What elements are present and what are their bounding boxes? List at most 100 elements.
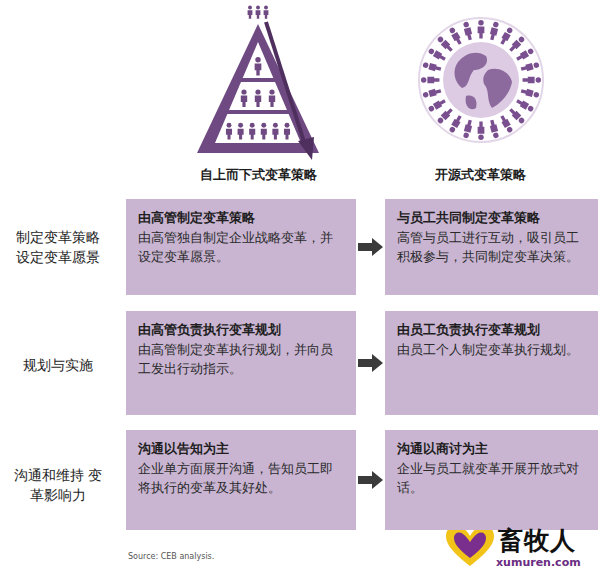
box-body: 由员工个人制定变革执行规划。 <box>397 340 586 359</box>
person-icon <box>462 21 473 41</box>
person-head <box>238 123 243 128</box>
box-body: 企业单方面展开沟通，告知员工即将执行的变革及其好处。 <box>138 459 344 498</box>
person-icon <box>515 47 534 62</box>
connector-arrow <box>358 238 383 256</box>
box-heading: 沟通以商讨为主 <box>397 439 586 459</box>
person-icon <box>261 123 267 140</box>
person-head <box>261 123 266 128</box>
person-icon <box>436 107 454 125</box>
person-body <box>264 10 269 19</box>
person-icon <box>489 119 500 139</box>
strategy-box: 由高管制定变革策略由高管独自制定企业战略变革，并设定变革愿景。 <box>126 199 356 295</box>
strategy-box: 沟通以商讨为主企业与员工就变革开展开放式对话。 <box>385 430 598 530</box>
source-note: Source: CEB analysis. <box>128 552 328 561</box>
person-head <box>428 105 435 112</box>
continent <box>466 96 477 110</box>
person-icon <box>478 122 485 140</box>
person-body <box>464 119 474 132</box>
person-icon <box>478 20 485 38</box>
person-head <box>264 6 268 10</box>
strategy-box: 由高管负责执行变革规划由高管制定变革执行规划，并向员工发出行动指示。 <box>126 311 356 415</box>
person-body <box>427 77 439 84</box>
person-icon <box>264 6 269 19</box>
arrow-shaft <box>358 243 372 251</box>
arrow-head <box>372 238 383 256</box>
person-icon <box>256 6 261 19</box>
person-icon <box>520 88 540 99</box>
person-body <box>238 129 244 140</box>
person-body <box>226 129 232 140</box>
person-body <box>269 96 275 108</box>
person-icon <box>226 123 232 140</box>
person-body <box>284 129 290 140</box>
globe-halo <box>419 18 543 142</box>
person-icon <box>462 119 473 139</box>
person-body <box>241 96 247 108</box>
person-icon <box>249 123 255 140</box>
person-head <box>533 91 540 98</box>
row-label: 制定变革策略 设定变革愿景 <box>10 227 106 268</box>
arrow-shaft <box>358 476 372 484</box>
person-icon <box>284 123 290 140</box>
person-body <box>255 63 262 75</box>
person-head <box>255 89 260 94</box>
person-head <box>255 57 260 62</box>
person-icon <box>489 21 500 41</box>
column-title: 开源式变革策略 <box>410 166 550 184</box>
person-head <box>422 91 429 98</box>
box-body: 由高管独自制定企业战略变革，并设定变革愿景。 <box>138 228 344 267</box>
person-body <box>489 27 499 40</box>
person-body <box>515 98 529 110</box>
strategy-box: 与员工共同制定变革策略高管与员工进行互动，吸引员工积极参与，共同制定变革决策。 <box>385 199 598 295</box>
box-heading: 沟通以告知为主 <box>138 439 344 459</box>
person-head <box>449 27 456 34</box>
person-body <box>248 10 253 19</box>
box-body: 由高管制定变革执行规划，并向员工发出行动指示。 <box>138 340 344 379</box>
heart-logo-inner <box>454 533 486 558</box>
person-head <box>527 48 534 55</box>
box-body: 高管与员工进行互动，吸引员工积极参与，共同制定变革决策。 <box>397 228 586 267</box>
person-head <box>463 132 470 139</box>
person-body <box>249 129 255 140</box>
row-label: 规划与实施 <box>10 355 106 375</box>
person-body <box>451 32 463 46</box>
person-icon <box>427 47 446 62</box>
pyramid-arrowhead <box>298 137 314 160</box>
person-icon <box>499 26 514 45</box>
person-icon <box>448 114 463 133</box>
watermark-logo <box>446 526 494 566</box>
box-heading: 由高管制定变革策略 <box>138 208 344 228</box>
person-head <box>273 123 278 128</box>
person-head <box>250 123 255 128</box>
person-icon <box>515 98 534 113</box>
person-body <box>489 119 499 132</box>
person-body <box>451 114 463 128</box>
person-icon <box>238 123 244 140</box>
person-icon <box>241 89 247 107</box>
pyramid-arrow <box>266 22 305 145</box>
person-icon <box>448 26 463 45</box>
person-head <box>492 132 499 139</box>
person-head <box>506 126 513 133</box>
person-head <box>533 62 540 69</box>
person-icon <box>523 77 541 84</box>
row-label: 沟通和维持 变革影响力 <box>10 465 106 506</box>
person-body <box>441 107 454 120</box>
connector-arrow <box>358 471 383 489</box>
strategy-box: 沟通以告知为主企业单方面展开沟通，告知员工即将执行的变革及其好处。 <box>126 430 356 530</box>
person-body <box>499 32 511 46</box>
pyramid-band <box>223 110 293 114</box>
person-body <box>464 27 474 40</box>
person-icon <box>422 88 442 99</box>
person-body <box>478 122 485 134</box>
person-head <box>256 6 260 10</box>
person-icon <box>255 89 261 107</box>
person-head <box>527 105 534 112</box>
person-body <box>428 63 441 73</box>
people-ring <box>421 20 541 140</box>
person-head <box>463 21 470 28</box>
box-heading: 由员工负责执行变革规划 <box>397 320 586 340</box>
person-body <box>478 26 485 38</box>
person-head <box>492 21 499 28</box>
person-head <box>478 20 483 25</box>
